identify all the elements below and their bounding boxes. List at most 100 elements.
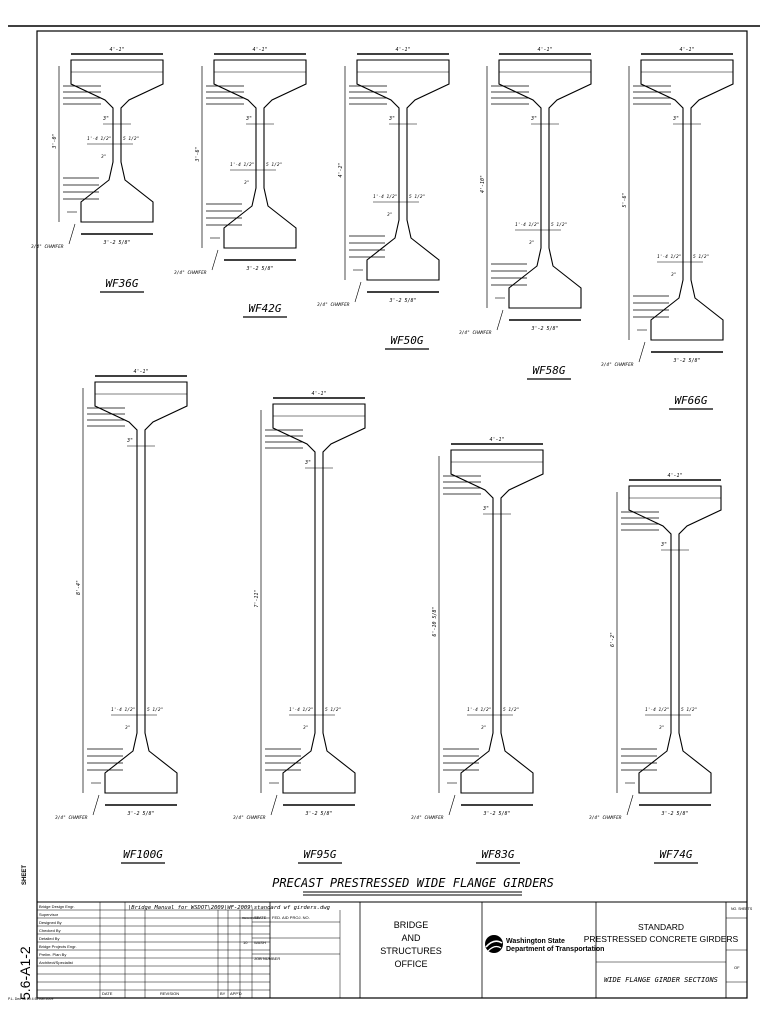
job-label: JOB NUMBER xyxy=(254,956,280,961)
title-block-row-label: Checked By xyxy=(39,928,61,933)
girder-outline xyxy=(628,485,722,794)
bottom-flange-dim: 3'-2 5/8" xyxy=(245,266,273,272)
office-line-1: BRIDGE xyxy=(394,920,429,930)
top-flange-dim: 4'-1" xyxy=(133,369,148,375)
girder-outline xyxy=(70,59,164,223)
girder-height-dim: 4'-10" xyxy=(480,175,486,193)
bottom-flange-dim: 3'-2 5/8" xyxy=(660,811,688,817)
web-dim-bottom: 3" xyxy=(100,154,106,160)
girder-section-wf100g: 4'-1"3'-2 5/8"8'-4"3"1'-4 1/2"5 1/2"3"3/… xyxy=(54,369,188,864)
bulb-dim: 1'-4 1/2" xyxy=(515,222,539,228)
girder-height-dim: 8'-4" xyxy=(76,580,82,595)
slope-dim: 5 1/2" xyxy=(266,162,282,168)
chamfer-leader xyxy=(92,794,100,816)
chamfer-note: 3/4" CHAMFER xyxy=(232,815,266,821)
slope-dim: 5 1/2" xyxy=(325,707,341,713)
chamfer-note: 3/4" CHAMFER xyxy=(458,330,492,336)
bottom-flange-dim: 3'-2 5/8" xyxy=(672,358,700,364)
svg-text:5.6-A1-2: 5.6-A1-2 xyxy=(17,946,33,1000)
girder-height-dim: 3'-6" xyxy=(195,146,201,162)
girder-label: WF42G xyxy=(248,302,281,315)
web-dim: 3" xyxy=(482,506,489,512)
agency-line-2: Department of Transportation xyxy=(506,946,604,953)
web-dim-bottom: 3" xyxy=(670,272,676,278)
title-block-row-label: Architect/Specialist xyxy=(39,960,74,965)
chamfer-leader xyxy=(68,223,76,245)
svg-text:SHEET: SHEET xyxy=(22,865,28,885)
chamfer-leader xyxy=(638,341,646,363)
title-block-row-label: Supervisor xyxy=(39,912,59,917)
standard-title: STANDARD xyxy=(638,922,684,932)
top-flange-dim: 4'-1" xyxy=(667,473,682,479)
bottom-flange-dim: 3'-2 5/8" xyxy=(530,326,558,332)
top-flange-dim: 4'-1" xyxy=(109,47,124,53)
girder-label: WF74G xyxy=(659,848,692,861)
region-label: REGION NO. xyxy=(242,916,260,920)
girder-section-wf50g: 4'-1"3'-2 5/8"4'-2"3"1'-4 1/2"5 1/2"3"3/… xyxy=(316,47,450,350)
girder-height-dim: 5'-6" xyxy=(622,192,628,207)
title-block-row-label: Prelim. Plan By xyxy=(39,952,66,957)
chamfer-note: 3/4" CHAMFER xyxy=(54,815,88,821)
girder-outline xyxy=(94,381,188,794)
web-dim: 3" xyxy=(660,542,667,548)
slope-dim: 5 1/2" xyxy=(693,254,709,260)
bottom-flange-dim: 3'-2 5/8" xyxy=(304,811,332,817)
web-dim: 3" xyxy=(126,438,133,444)
title-block-row-label: Bridge Design Engr. xyxy=(39,904,75,909)
rev-col-appd: APP'D xyxy=(230,991,242,996)
girder-label: WF83G xyxy=(481,848,514,861)
bottom-flange-dim: 3'-2 5/8" xyxy=(102,240,130,246)
bulb-dim: 1'-4 1/2" xyxy=(373,194,397,200)
bottom-flange-dim: 3'-2 5/8" xyxy=(482,811,510,817)
region-value: 10 xyxy=(243,940,248,945)
web-dim-bottom: 3" xyxy=(302,725,308,731)
agency-line-1: Washington State xyxy=(506,938,565,945)
fed-aid-label: FED. AID PROJ. NO. xyxy=(272,915,310,920)
girder-label: WF66G xyxy=(674,394,707,407)
girder-outline xyxy=(356,59,450,281)
wsdot-logo xyxy=(485,935,503,953)
plot-info: P.L. Dec 16 09 4:52 AM 2009 xyxy=(8,997,53,1001)
bulb-dim: 1'-4 1/2" xyxy=(645,707,669,713)
web-dim-bottom: 3" xyxy=(480,725,486,731)
title-block-row-label: Designed By xyxy=(39,920,62,925)
chamfer-leader xyxy=(496,309,504,331)
web-dim-bottom: 3" xyxy=(243,180,249,186)
girder-section-wf36g: 4'-1"3'-2 5/8"3'-0"3"1'-4 1/2"5 1/2"3"3/… xyxy=(30,47,164,293)
chamfer-leader xyxy=(626,794,634,816)
file-path-text: \Bridge Manual for WSDOT\2009\WF-2009\st… xyxy=(128,905,331,911)
web-dim-bottom: 3" xyxy=(386,212,392,218)
sheet-count-label: NO. SHEETS xyxy=(731,907,753,911)
chamfer-note: 3/4" CHAMFER xyxy=(316,302,350,308)
girder-label: WF100G xyxy=(123,848,163,861)
rev-col-date: DATE xyxy=(102,991,113,996)
top-flange-dim: 4'-1" xyxy=(311,391,326,397)
girder-outline xyxy=(498,59,592,309)
chamfer-note: 3/4" CHAMFER xyxy=(173,270,207,276)
girder-outline xyxy=(450,449,544,794)
drawing-subtitle: WIDE FLANGE GIRDER SECTIONS xyxy=(604,976,718,984)
web-dim: 3" xyxy=(102,116,109,122)
chamfer-note: 3/4" CHAMFER xyxy=(410,815,444,821)
state-value: WASH xyxy=(254,940,266,945)
title-block xyxy=(36,901,748,999)
web-dim: 3" xyxy=(530,116,537,122)
chamfer-note: 3/4" CHAMFER xyxy=(600,362,634,368)
web-dim: 3" xyxy=(672,116,679,122)
title-block-row-label: Detailed By xyxy=(39,936,59,941)
rev-col-revision: REVISION xyxy=(160,991,179,996)
bulb-dim: 1'-4 1/2" xyxy=(657,254,681,260)
top-flange-dim: 4'-1" xyxy=(395,47,410,53)
top-flange-dim: 4'-1" xyxy=(679,47,694,53)
girder-section-wf58g: 4'-1"3'-2 5/8"4'-10"3"1'-4 1/2"5 1/2"3"3… xyxy=(458,47,592,380)
bottom-flange-dim: 3'-2 5/8" xyxy=(126,811,154,817)
girder-outline xyxy=(213,59,307,249)
girder-label: WF50G xyxy=(390,334,423,347)
girder-outline xyxy=(640,59,734,341)
chamfer-leader xyxy=(211,249,219,271)
chamfer-leader xyxy=(270,794,278,816)
rev-col-by: BY xyxy=(220,991,226,996)
bulb-dim: 1'-4 1/2" xyxy=(230,162,254,168)
